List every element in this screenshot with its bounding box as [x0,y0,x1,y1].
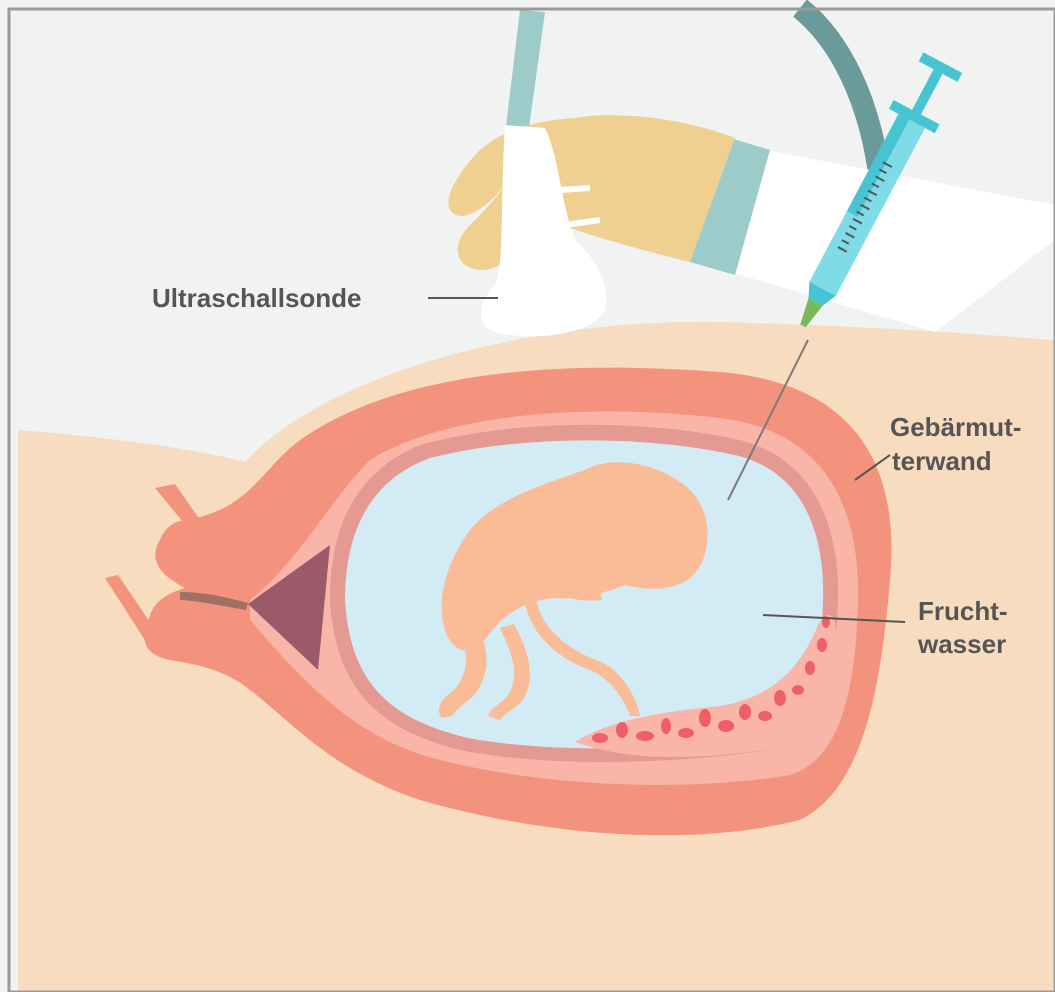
placenta-spot [718,720,734,732]
placenta-spot [774,690,786,706]
placenta-spot [616,722,628,738]
placenta-spot [739,704,751,720]
placenta-spot [805,661,815,675]
placenta-spot [636,731,654,741]
uterine-wall-label-line1: Gebärmut- [890,412,1021,442]
uterine-wall-label-line2: terwand [892,446,992,476]
placenta-spot [699,709,711,727]
placenta-spot [661,718,671,734]
probe-label: Ultraschallsonde [152,283,362,313]
amniotic-fluid-label-line1: Frucht- [918,596,1008,626]
placenta-spot [792,685,804,695]
placenta-spot [758,711,772,721]
placenta-spot [817,638,827,652]
placenta-spot [592,733,608,743]
amniotic-fluid-label-line2: wasser [917,629,1006,659]
placenta-spot [678,728,694,738]
